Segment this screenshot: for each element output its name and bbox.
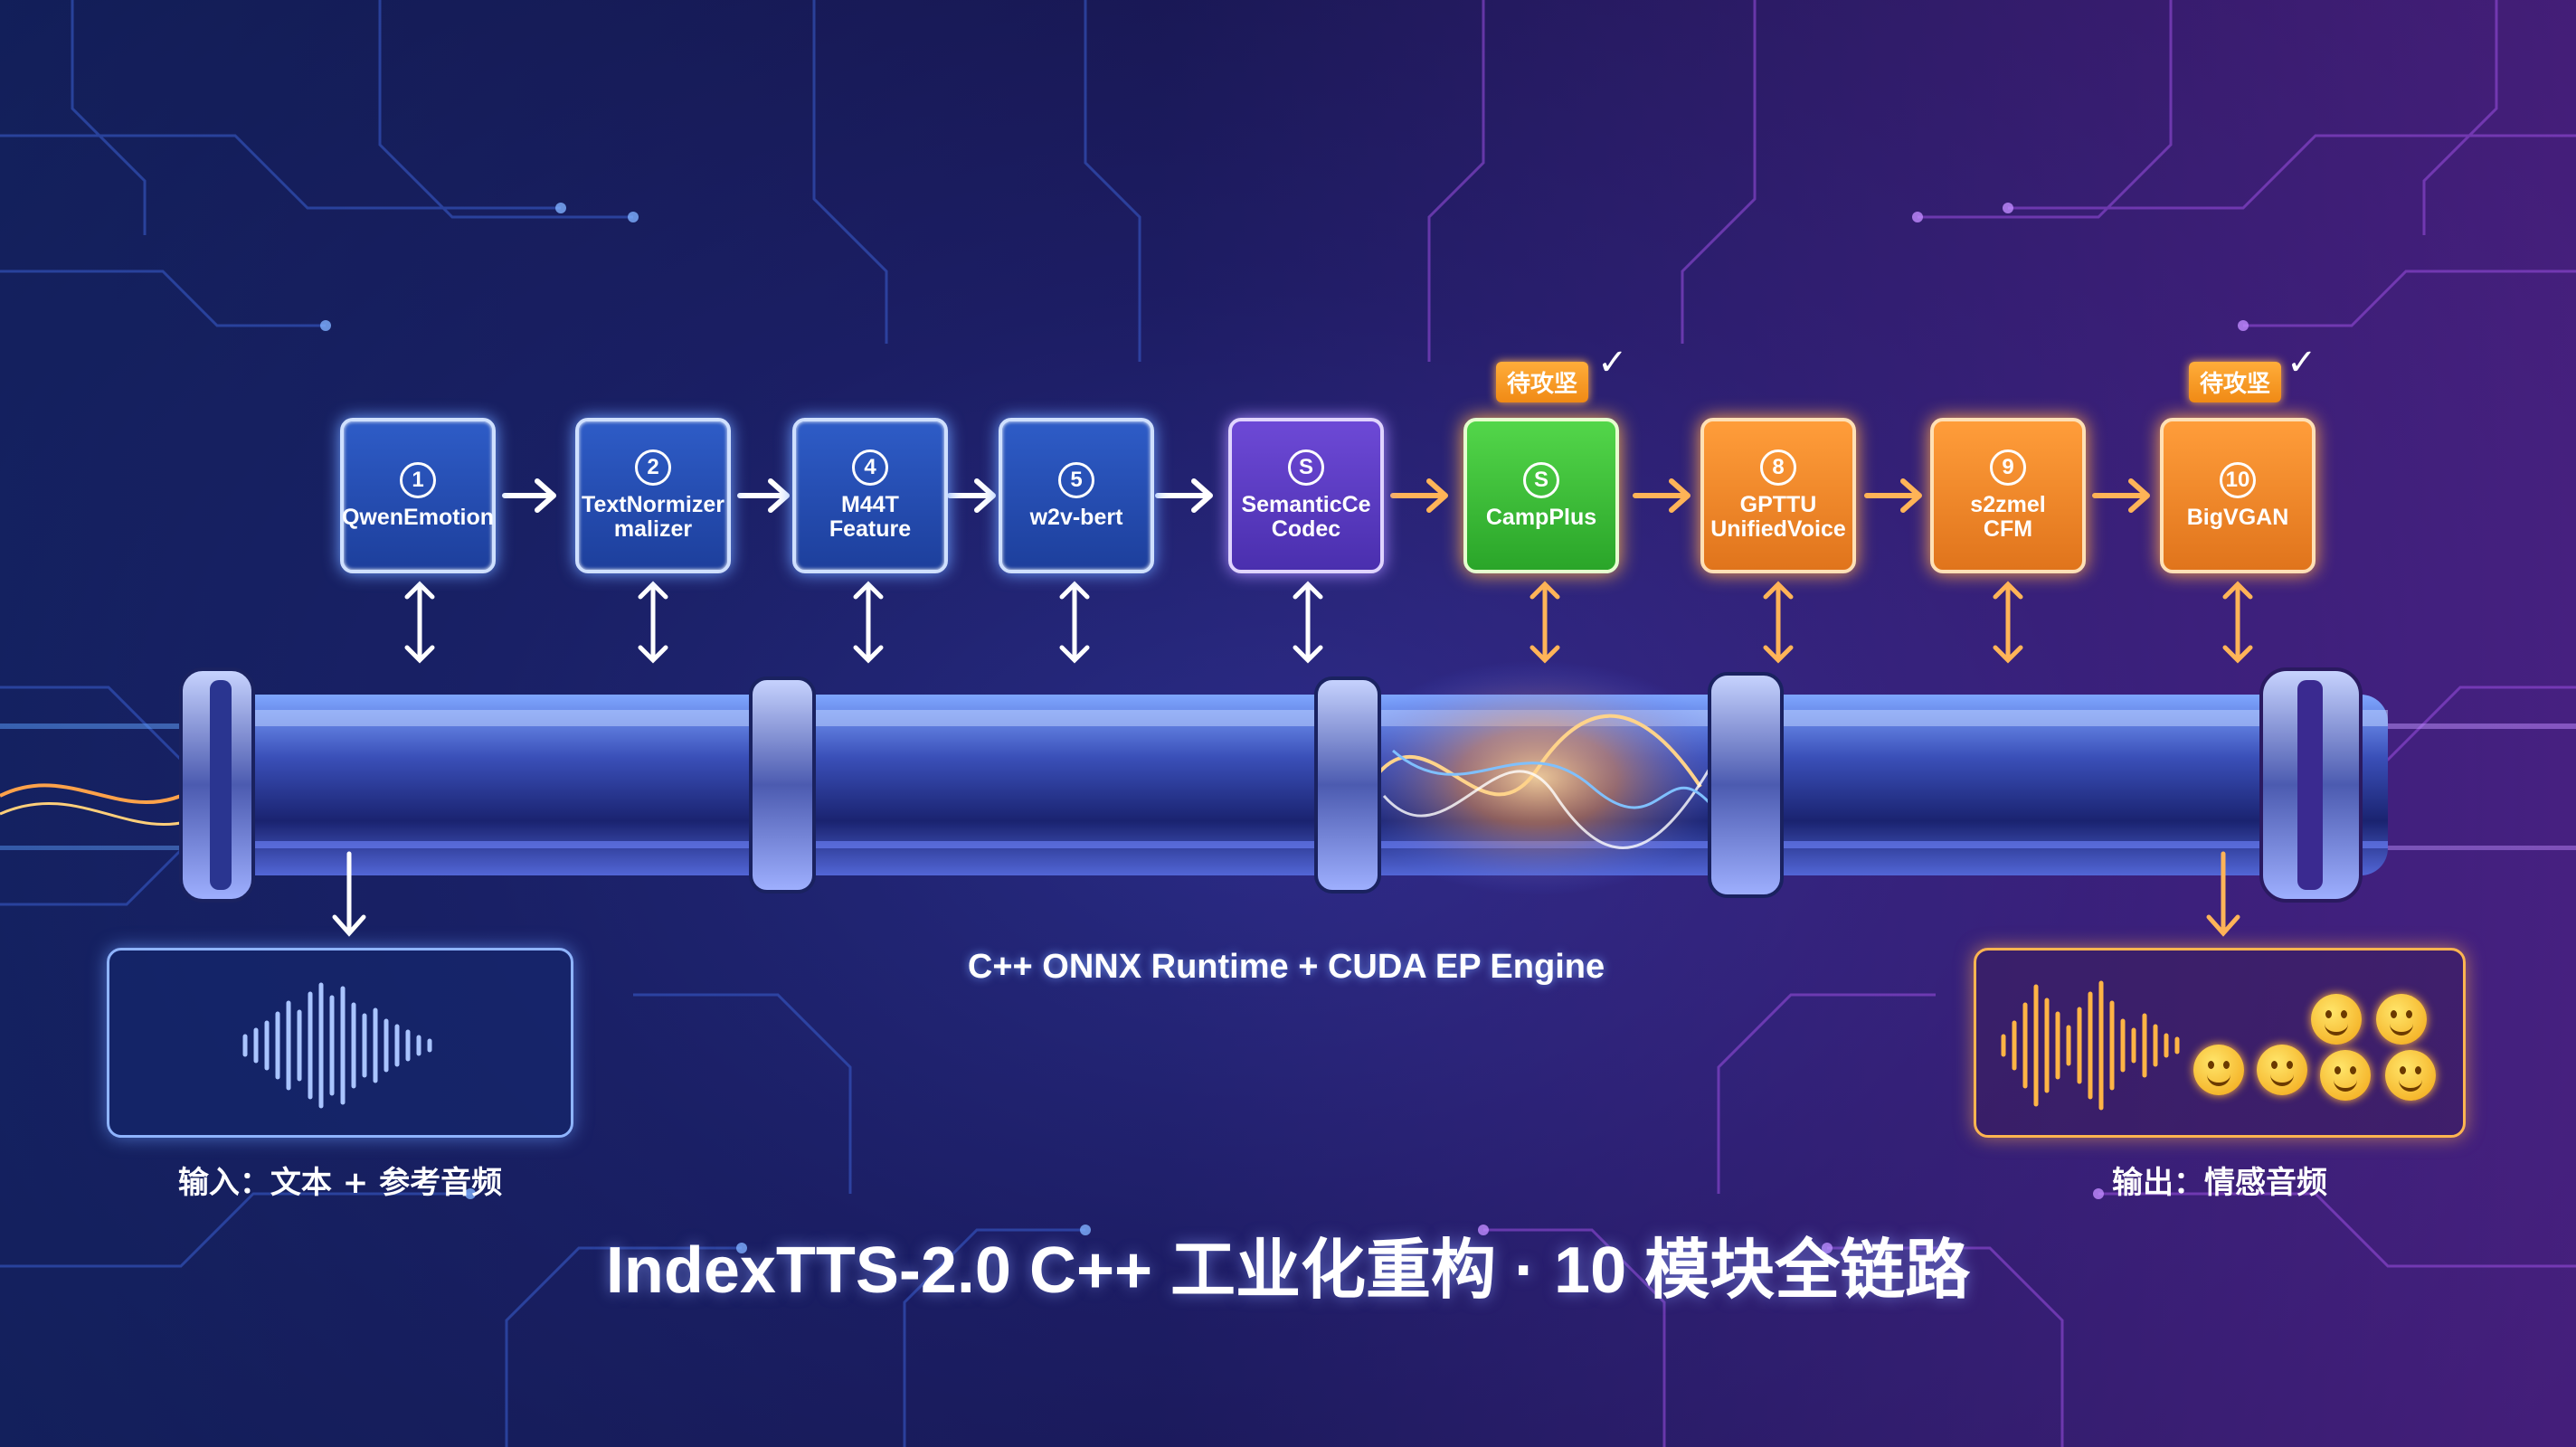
- pipeline-pipe: [199, 695, 2388, 875]
- waveform-icon: [2001, 980, 2180, 1111]
- module-label: GPTTU UnifiedVoice: [1710, 492, 1846, 542]
- smiley-icon: [2385, 1050, 2436, 1101]
- module-label: CampPlus: [1485, 504, 1597, 530]
- pending-badge: 待攻坚: [2189, 362, 2282, 402]
- module-number: S: [1523, 461, 1559, 498]
- input-panel: [107, 948, 573, 1138]
- module-number: 8: [1760, 449, 1796, 486]
- vertical-connectors: [404, 581, 1323, 664]
- check-icon: ✓: [2287, 342, 2317, 383]
- smiley-icon: [2376, 994, 2427, 1045]
- module-number: S: [1288, 449, 1324, 486]
- module-label: QwenEmotion: [341, 504, 495, 530]
- module-number: 1: [400, 461, 436, 498]
- circuit-traces-left: [0, 0, 1141, 1447]
- module-number: 4: [852, 449, 888, 486]
- module-label: TextNormizer malizer: [582, 492, 724, 542]
- flow-arrows-orange: [1390, 478, 2150, 513]
- smiley-icon: [2193, 1045, 2244, 1095]
- engine-label: C++ ONNX Runtime + CUDA EP Engine: [967, 948, 1605, 986]
- smiley-icon: [2311, 994, 2362, 1045]
- smiley-icon: [2320, 1050, 2371, 1101]
- pending-badge: 待攻坚: [1496, 362, 1589, 402]
- module-4-feature: 4 M44T Feature: [792, 418, 948, 573]
- input-arrow: [332, 851, 366, 937]
- check-icon: ✓: [1597, 342, 1628, 383]
- vertical-connectors-orange: [1530, 581, 2253, 664]
- module-number: 9: [1990, 449, 2026, 486]
- module-label: BigVGAN: [2186, 504, 2289, 530]
- module-label: s2zmel CFM: [1970, 492, 2046, 542]
- module-campplus: S CampPlus: [1463, 418, 1619, 573]
- input-label: 输入：文本 + 参考音频: [177, 1165, 503, 1201]
- page-title: IndexTTS-2.0 C++ 工业化重构 · 10 模块全链路: [605, 1234, 1971, 1307]
- circuit-traces-right: [1427, 0, 2576, 1447]
- output-arrow: [2206, 851, 2240, 937]
- module-number: 2: [635, 449, 671, 486]
- smiley-icon: [2257, 1045, 2307, 1095]
- module-semantic-codec: S SemanticCe Codec: [1228, 418, 1384, 573]
- module-2-textnormalizer: 2 TextNormizer malizer: [575, 418, 731, 573]
- module-5-w2v-bert: 5 w2v-bert: [999, 418, 1154, 573]
- module-1-qwenemotion: 1 QwenEmotion: [340, 418, 496, 573]
- output-panel: [1974, 948, 2466, 1138]
- output-label: 输出：情感音频: [2112, 1165, 2327, 1201]
- module-10-bigvgan: 10 BigVGAN: [2160, 418, 2316, 573]
- module-label: SemanticCe Codec: [1241, 492, 1371, 542]
- pipe-flanges: [179, 667, 2363, 903]
- module-number: 10: [2220, 461, 2256, 498]
- waveform-icon: [242, 982, 432, 1109]
- energy-burst: [1339, 660, 1737, 895]
- module-8-unifiedvoice: 8 GPTTU UnifiedVoice: [1700, 418, 1856, 573]
- module-label: M44T Feature: [829, 492, 912, 542]
- flow-arrows: [502, 478, 1213, 513]
- module-label: w2v-bert: [1029, 504, 1123, 530]
- module-number: 5: [1058, 461, 1094, 498]
- module-9-s2mel-cfm: 9 s2zmel CFM: [1930, 418, 2086, 573]
